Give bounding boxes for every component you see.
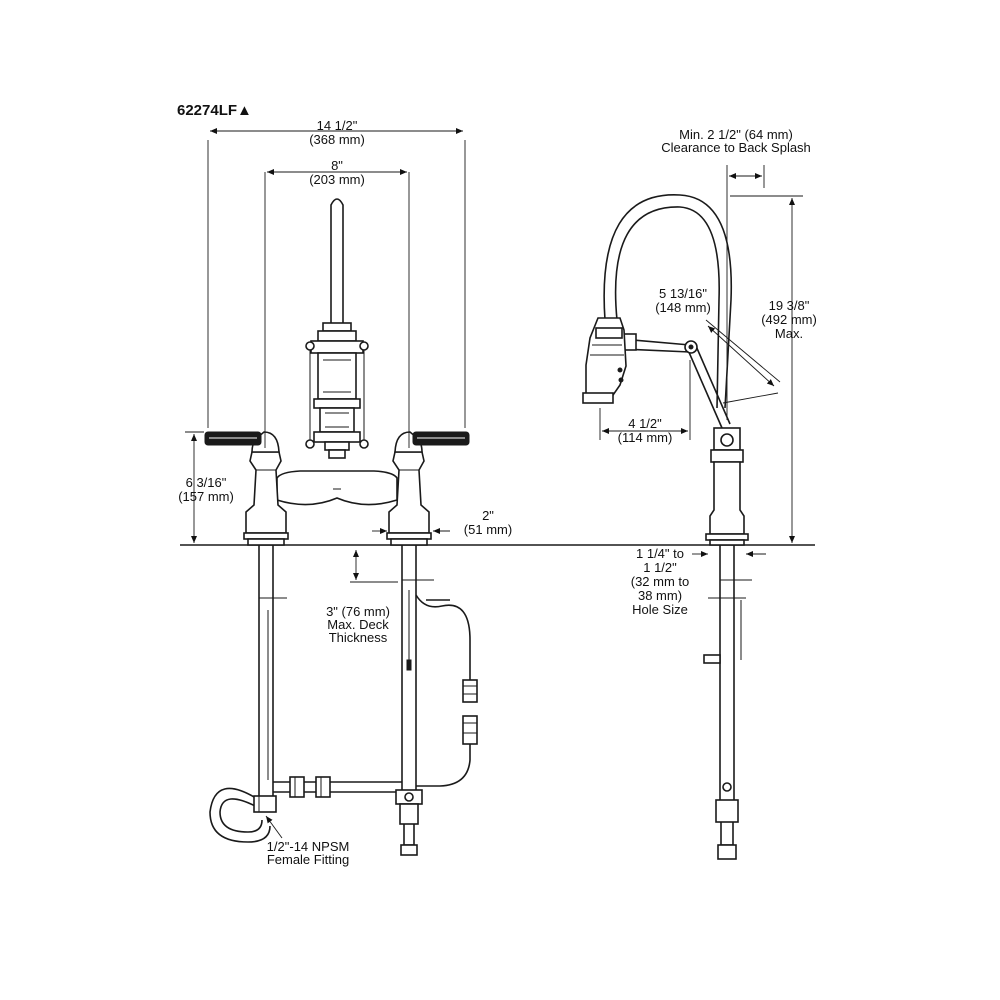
reach-label: 5 13/16"	[659, 286, 707, 301]
spread-label: 8"	[331, 158, 343, 173]
hole-size-line3: (32 mm to	[631, 574, 690, 589]
side-dimensions: Min. 2 1/2" (64 mm) Clearance to Back Sp…	[599, 127, 817, 617]
fitting-line2: Female Fitting	[267, 852, 349, 867]
width-total-mm-label: (368 mm)	[309, 132, 365, 147]
offset-label: 4 1/2"	[628, 416, 662, 431]
height-label: 19 3/8"	[769, 298, 810, 313]
model-number: 62274LF▲	[177, 102, 252, 119]
fitting-label: 1/2"-14 NPSM	[267, 839, 350, 854]
side-view	[582, 194, 752, 860]
spacing-label: 2"	[482, 508, 494, 523]
height-max-label: Max.	[775, 326, 803, 341]
hole-size-line5: Hole Size	[632, 602, 688, 617]
hole-size-line4: 38 mm)	[638, 588, 682, 603]
handle-height-label: 6 3/16"	[186, 475, 227, 490]
handle-height-mm-label: (157 mm)	[178, 489, 234, 504]
reach-mm-label: (148 mm)	[655, 300, 711, 315]
deck-thickness-line2: Max. Deck	[327, 617, 389, 632]
deck-thickness-label: 3" (76 mm)	[326, 604, 390, 619]
width-total-label: 14 1/2"	[317, 118, 358, 133]
deck-thickness-line3: Thickness	[329, 630, 388, 645]
front-view	[204, 198, 478, 856]
front-dimensions: 14 1/2" (368 mm) 8" (203 mm) 6 3/16" (15…	[178, 118, 512, 867]
clearance-line2: Clearance to Back Splash	[661, 140, 811, 155]
hole-size-line2: 1 1/2"	[643, 560, 677, 575]
spread-mm-label: (203 mm)	[309, 172, 365, 187]
hole-size-label: 1 1/4" to	[636, 546, 684, 561]
height-mm-label: (492 mm)	[761, 312, 817, 327]
spacing-mm-label: (51 mm)	[464, 522, 512, 537]
offset-mm-label: (114 mm)	[618, 430, 673, 445]
clearance-label: Min. 2 1/2" (64 mm)	[679, 127, 793, 142]
